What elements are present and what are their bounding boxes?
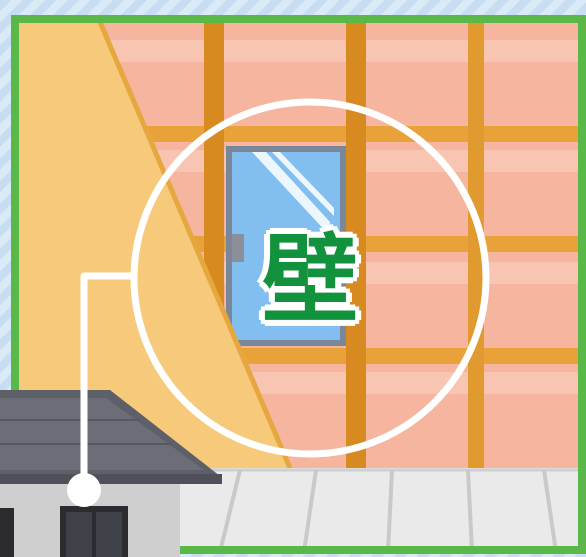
house-illustration [0,390,222,557]
stud-horizontal [100,126,586,142]
section-frame [11,15,586,554]
window-illustration [226,146,346,346]
wall-label: 壁 [262,224,358,336]
magnifier-circle [67,98,490,507]
